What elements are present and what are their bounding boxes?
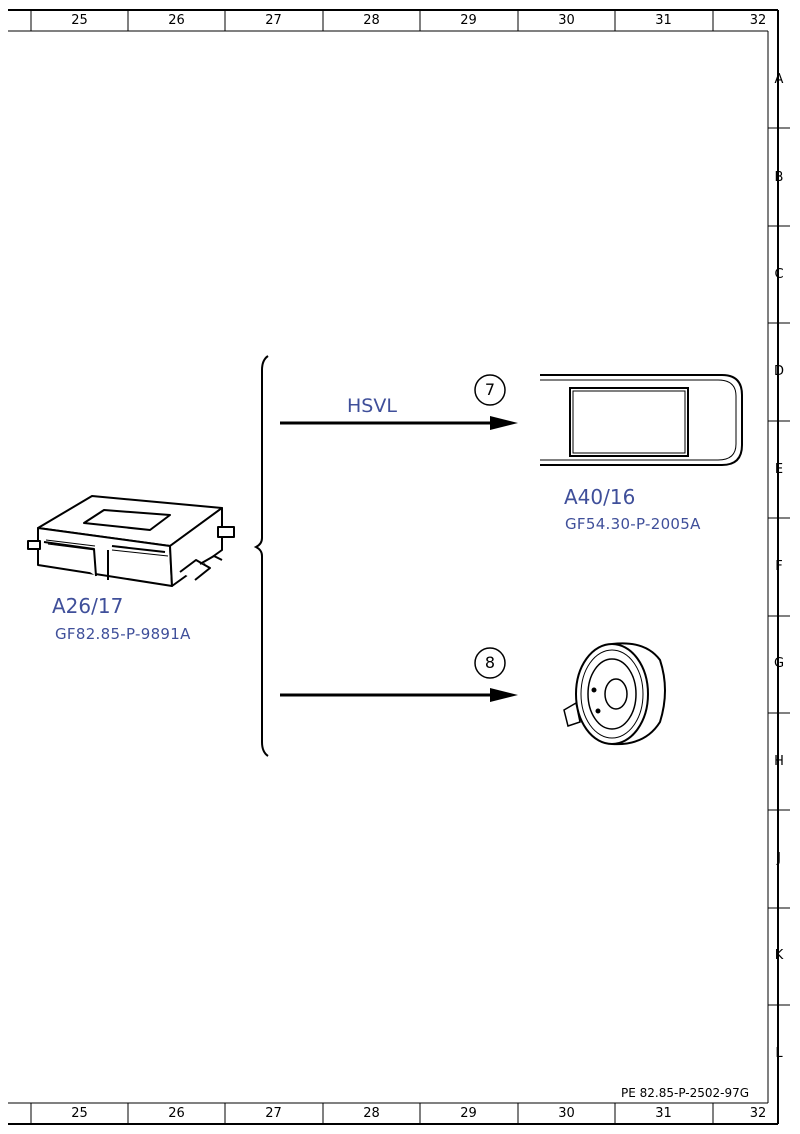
column-label-top: 31 bbox=[655, 13, 672, 28]
column-label-top: 26 bbox=[168, 13, 185, 28]
column-label-bottom: 32 bbox=[749, 1106, 767, 1121]
row-label: A bbox=[774, 72, 784, 87]
signal-circle-8 bbox=[474, 647, 506, 679]
round-component-drawing bbox=[563, 642, 666, 746]
column-label-top: 30 bbox=[558, 13, 575, 28]
column-label-top: 28 bbox=[363, 13, 380, 28]
row-label: K bbox=[774, 948, 784, 963]
document-reference: PE 82.85-P-2502-97G bbox=[621, 1086, 750, 1100]
arrow-head-8 bbox=[490, 688, 518, 702]
column-label-bottom: 25 bbox=[71, 1106, 88, 1121]
source-component-ref[interactable]: GF82.85-P-9891A bbox=[55, 625, 191, 643]
signal-circle-7 bbox=[474, 374, 506, 406]
column-ticks-top bbox=[30, 10, 714, 31]
arrow-head-7 bbox=[490, 416, 518, 430]
row-label: L bbox=[775, 1046, 783, 1061]
column-ticks-bottom bbox=[30, 1103, 714, 1124]
column-label-bottom: 28 bbox=[363, 1106, 380, 1121]
column-label-bottom: 29 bbox=[460, 1106, 477, 1121]
column-label-top: 25 bbox=[71, 13, 88, 28]
column-label-bottom: 27 bbox=[265, 1106, 282, 1121]
signal-label-hsvl: HSVL bbox=[347, 395, 397, 417]
row-label: B bbox=[774, 170, 784, 185]
control-unit-detail-lines bbox=[45, 539, 169, 557]
column-label-top: 32 bbox=[749, 13, 767, 28]
distribution-bracket bbox=[253, 355, 269, 757]
signal-number-7: 7 bbox=[484, 380, 496, 399]
column-label-top: 27 bbox=[265, 13, 282, 28]
row-ticks bbox=[768, 127, 790, 1006]
column-label-bottom: 26 bbox=[168, 1106, 185, 1121]
row-label: C bbox=[774, 267, 784, 282]
row-label: G bbox=[773, 656, 785, 671]
row-label: D bbox=[773, 364, 784, 379]
row-label: E bbox=[774, 462, 784, 477]
control-unit-drawing bbox=[27, 495, 235, 587]
signal-number-8: 8 bbox=[484, 653, 496, 672]
row-label: F bbox=[775, 559, 783, 574]
row-label: J bbox=[777, 851, 781, 866]
column-label-top: 29 bbox=[460, 13, 477, 28]
source-component-code: A26/17 bbox=[52, 594, 124, 618]
display-component-ref[interactable]: GF54.30-P-2005A bbox=[565, 515, 701, 533]
column-label-bottom: 31 bbox=[655, 1106, 672, 1121]
display-component-code: A40/16 bbox=[564, 485, 636, 509]
row-label: H bbox=[774, 754, 784, 769]
display-drawing bbox=[540, 374, 743, 466]
column-label-bottom: 30 bbox=[558, 1106, 575, 1121]
